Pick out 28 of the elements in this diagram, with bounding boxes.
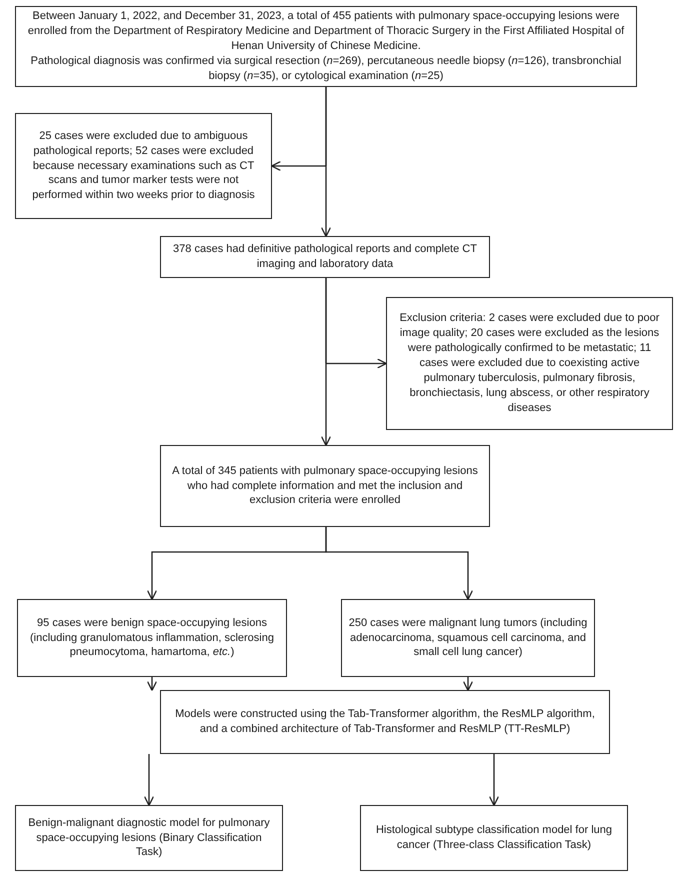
box-text: Exclusion criteria: 2 cases were excluded due to poor image quality; 20 cases were excluded as the lesions were pathologically confirmed to be metastatic; 11 cases were excluded due to coexisting active pulmonary tuberculosis, pulmonary fibrosis, bronchiectasis, lung abscess, or other respiratory diseases — [398, 311, 660, 416]
box-text: Between January 1, 2022, and December 31, 2023, a total of 455 patients with pulmonary space-occupying lesions were enrolled from the Department of Respiratory Medicine and Department of Thoracic Surgery in the First Affiliated Hospital of Henan University of Chinese Medicine. — [26, 9, 626, 54]
arrow — [325, 277, 388, 369]
process-box — [341, 599, 595, 677]
arrow — [144, 754, 154, 806]
box-text: Pathological diagnosis was confirmed via surgical resection (n=269), percutaneous needle biopsy (n=126), transbronchial biopsy (n=35), or cytological examination (n=25) — [30, 54, 622, 84]
box-text: Models were constructed using the Tab-Transformer algorithm, the ResMLP algorithm, and a combined architecture of Tab-Transformer and ResMLP (TT-ResMLP) — [174, 707, 596, 737]
box-text: 25 cases were excluded due to ambiguous pathological reports; 52 cases were excluded because necessary examinations such as CT scans and tumor marker tests were not performed within two weeks prior to diagnosis — [31, 128, 256, 204]
arrow — [488, 754, 500, 806]
process-box — [160, 690, 610, 754]
box-text: 95 cases were benign space-occupying lesions (including granulomatous inflammation, sclerosing pneumocytoma, hamartoma, etc.) — [29, 616, 275, 660]
process-box — [160, 445, 490, 527]
process-box — [15, 6, 637, 87]
box-text: A total of 345 patients with pulmonary space-occupying lesions who had complete information and met the inclusion and exclusion criteria were enrolled — [171, 464, 479, 508]
arrow — [146, 677, 158, 692]
process-box — [15, 113, 272, 219]
process-box — [386, 297, 673, 430]
process-box — [160, 236, 490, 278]
arrow — [462, 677, 474, 692]
arrow — [270, 86, 327, 172]
arrow — [325, 527, 474, 600]
box-text: Benign-malignant diagnostic model for pulmonary space-occupying lesions (Binary Classification Task) — [27, 816, 271, 860]
box-text: 250 cases were malignant lung tumors (including adenocarcinoma, squamous cell carcinoma, and small cell lung cancer) — [348, 616, 588, 660]
box-text: Histological subtype classification model for lung cancer (Three-class Classification Task) — [374, 823, 613, 853]
process-box — [17, 599, 287, 677]
process-box — [15, 805, 283, 871]
process-box — [360, 805, 628, 871]
box-text: 378 cases had definitive pathological reports and complete CT imaging and laboratory data — [172, 242, 478, 272]
